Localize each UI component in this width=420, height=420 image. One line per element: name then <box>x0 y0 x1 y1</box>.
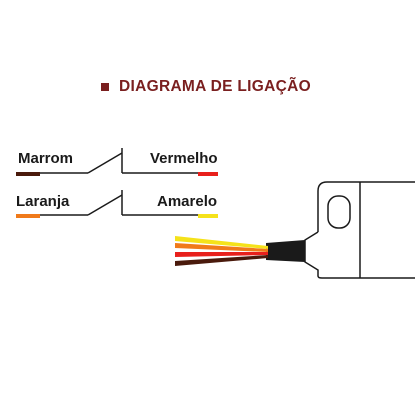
laranja-wire <box>175 243 268 252</box>
label-vermelho: Vermelho <box>150 150 218 167</box>
switch-2 <box>16 190 218 218</box>
sensor-top-outline <box>317 181 415 232</box>
label-amarelo: Amarelo <box>157 193 218 210</box>
switch-2-blade <box>87 194 123 216</box>
marrom-wire <box>175 255 268 266</box>
label-laranja: Laranja <box>16 193 70 210</box>
sensor-body <box>304 181 415 279</box>
sensor-bottom-outline <box>304 231 415 279</box>
label-marrom: Marrom <box>18 150 74 167</box>
square-bullet-icon <box>101 83 109 91</box>
diagram-title: DIAGRAMA DE LIGAÇÃO <box>101 78 311 96</box>
diagram-title-text: DIAGRAMA DE LIGAÇÃO <box>119 78 311 95</box>
sensor-cable <box>175 236 305 266</box>
cable-sheath <box>266 240 305 262</box>
amarelo-wire <box>175 236 268 249</box>
amarelo-color-swatch <box>198 214 218 218</box>
laranja-color-swatch <box>16 214 40 218</box>
vermelho-wire <box>175 252 268 257</box>
marrom-color-swatch <box>16 172 40 176</box>
switch-1 <box>16 148 218 176</box>
sensor-lens-icon <box>327 195 351 229</box>
vermelho-color-swatch <box>198 172 218 176</box>
switch-1-blade <box>87 152 123 174</box>
